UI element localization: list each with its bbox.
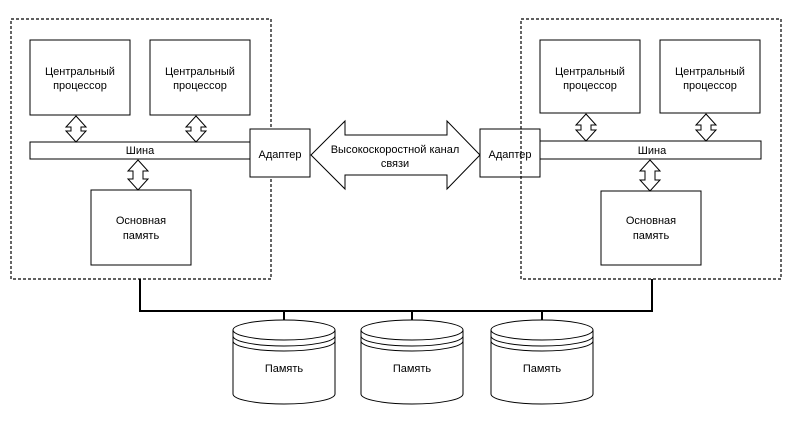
right-bus-label: Шина [638, 145, 667, 157]
storage-cylinder-2: Память [360, 319, 464, 405]
storage-cylinder-1: Память [232, 319, 336, 405]
left-node: Центральный процессор Центральный процес… [10, 18, 272, 280]
right-cpu-1-line1: Центральный [555, 66, 625, 78]
right-bus-memory-arrow [638, 159, 662, 192]
right-cpu-1 [539, 39, 641, 114]
left-cpu-2-line2: процессор [173, 80, 227, 92]
left-main-memory-line2: память [123, 230, 160, 242]
left-bus-label: Шина [126, 145, 155, 157]
channel-label-line2: связи [381, 158, 409, 170]
right-cpu-2-line1: Центральный [675, 66, 745, 78]
right-cpu-2-bus-arrow [694, 113, 718, 142]
right-cpu-1-line2: процессор [563, 80, 617, 92]
left-cpu-1-line1: Центральный [45, 66, 115, 78]
left-cpu-1-line2: процессор [53, 80, 107, 92]
left-main-memory [90, 189, 192, 266]
right-cpu-1-bus-arrow [574, 113, 598, 142]
right-cpu-2-line2: процессор [683, 80, 737, 92]
storage-cylinder-3: Память [490, 319, 594, 405]
right-adapter-label: Адаптер [489, 149, 532, 161]
left-cpu-1-bus-arrow [64, 115, 88, 143]
left-cpu-1 [29, 39, 131, 116]
left-adapter [249, 128, 311, 178]
left-node-storage-line [139, 279, 653, 312]
left-cpu-2 [149, 39, 251, 116]
left-main-memory-line1: Основная [116, 215, 166, 227]
right-main-memory-line1: Основная [626, 215, 676, 227]
right-main-memory [600, 190, 702, 266]
right-node: Центральный процессор Центральный процес… [520, 18, 782, 280]
left-cpu-2-bus-arrow [184, 115, 208, 143]
right-cpu-2 [659, 39, 761, 114]
left-cpu-2-line1: Центральный [165, 66, 235, 78]
right-bus [539, 140, 762, 160]
right-adapter [479, 128, 541, 178]
storage-1-label: Память [265, 363, 304, 375]
storage-2-label: Память [393, 363, 432, 375]
channel-label-line1: Высокоскоростной канал [331, 144, 460, 156]
left-bus-memory-arrow [126, 159, 150, 191]
storage-3-label: Память [523, 363, 562, 375]
right-main-memory-line2: память [633, 230, 670, 242]
left-adapter-label: Адаптер [259, 149, 302, 161]
